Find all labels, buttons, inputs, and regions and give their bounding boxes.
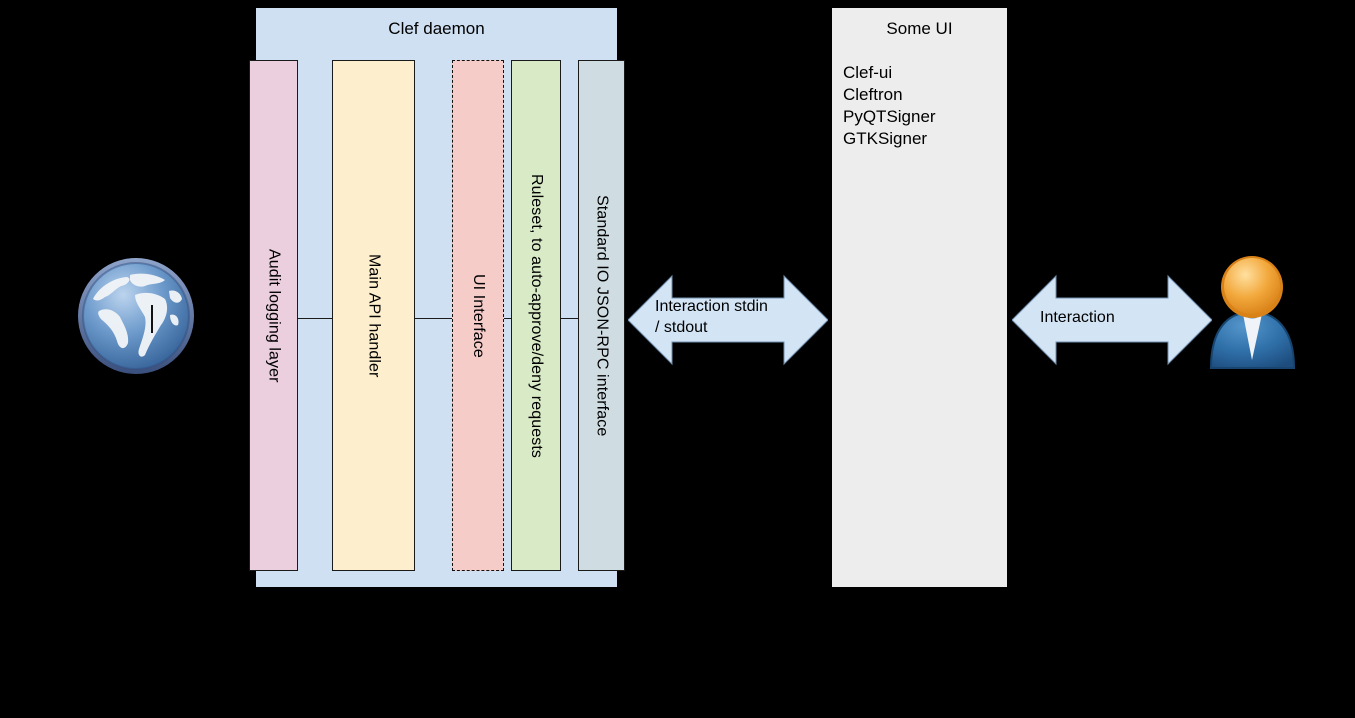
box-ruleset[interactable]: Ruleset, to auto-approve/deny requests	[511, 60, 561, 571]
arrow-daemon-to-ui-label: Interaction stdin / stdout	[655, 298, 768, 336]
connector-audit-api	[298, 318, 332, 319]
user-icon	[1205, 250, 1300, 370]
arrow-ui-to-user-label: Interaction	[1040, 309, 1115, 326]
some-ui-title: Some UI	[886, 19, 953, 38]
box-standard-io-jsonrpc[interactable]: Standard IO JSON-RPC interface	[578, 60, 625, 571]
box-ruleset-label: Ruleset, to auto-approve/deny requests	[528, 173, 545, 458]
clef-daemon-container	[256, 8, 617, 587]
list-item: GTKSigner	[843, 129, 928, 148]
connector-ruleset-stdio	[561, 318, 578, 319]
box-main-api-handler[interactable]: Main API handler	[332, 60, 415, 571]
box-ui-interface-label: UI Interface	[470, 273, 487, 358]
double-arrow-icon	[628, 274, 828, 366]
list-item: PyQTSigner	[843, 107, 936, 126]
globe-icon	[75, 255, 197, 377]
box-audit-logging-layer-label: Audit logging layer	[265, 248, 283, 383]
box-main-api-handler-label: Main API handler	[365, 253, 383, 378]
some-ui-panel[interactable]	[832, 8, 1007, 587]
list-item: Cleftron	[843, 85, 903, 104]
connector-api-ui	[415, 318, 452, 319]
some-ui-list: Clef-ui Cleftron PyQTSigner GTKSigner	[843, 62, 1003, 150]
arrow-ui-to-user	[1012, 272, 1212, 368]
double-arrow-icon	[1012, 274, 1212, 366]
clef-daemon-title: Clef daemon	[388, 19, 485, 38]
connector-ui-ruleset	[504, 318, 511, 319]
box-ui-interface[interactable]: UI Interface	[452, 60, 504, 571]
list-item: Clef-ui	[843, 63, 893, 82]
arrow-daemon-to-ui	[628, 272, 828, 368]
box-audit-logging-layer[interactable]: Audit logging layer	[249, 60, 298, 571]
box-standard-io-jsonrpc-label: Standard IO JSON-RPC interface	[593, 194, 611, 437]
